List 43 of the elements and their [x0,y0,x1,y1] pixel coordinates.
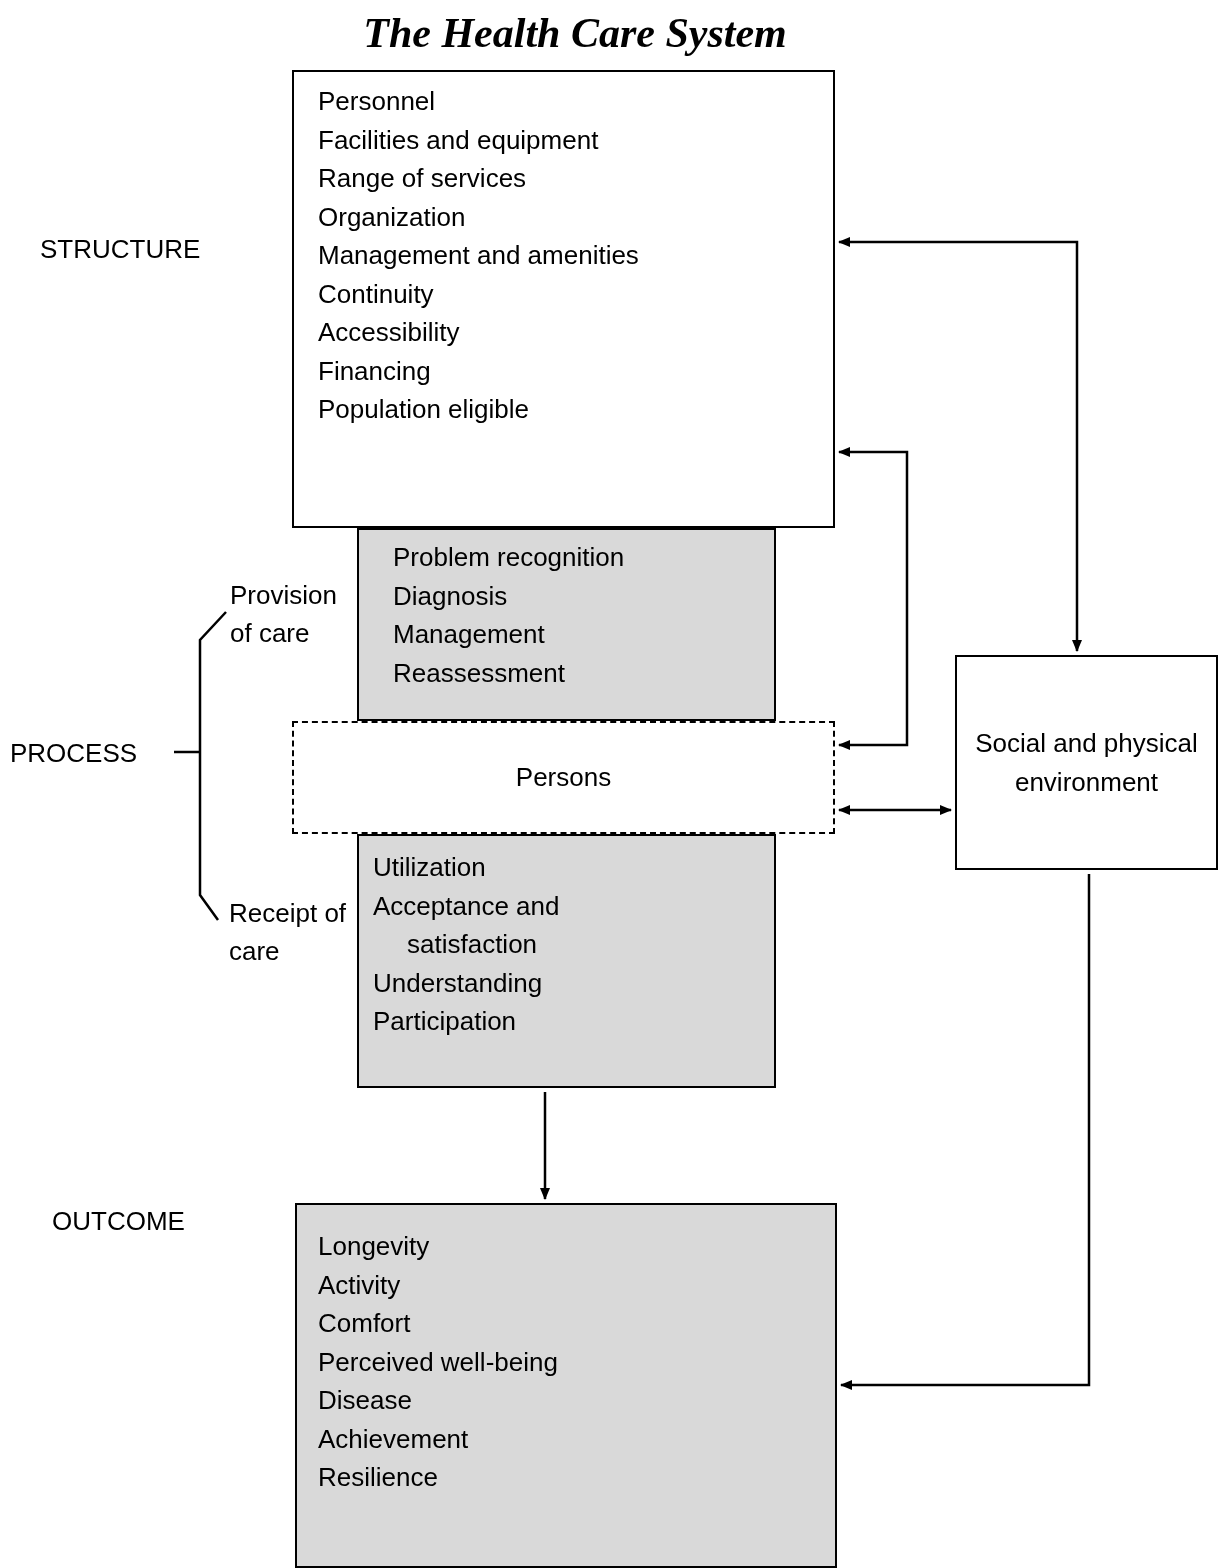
list-item: Resilience [318,1461,439,1494]
list-item: Problem recognition [393,541,626,574]
arrow [838,447,909,750]
process-box [292,70,835,528]
list-item: Persons [515,761,612,795]
process-box [357,528,776,721]
list-item: Organization [318,200,467,234]
side-label: Receipt of care [229,897,348,968]
list-item: Achievement [318,1422,470,1456]
side-label: PROCESS [10,737,138,770]
side-label: Provision of care [230,579,338,650]
list-item: Disease [318,1384,413,1417]
process-box [295,1203,837,1568]
list-item: Participation [373,1005,518,1038]
list-item: Financing [318,354,432,388]
list-item: Diagnosis [393,579,509,613]
arrow [540,1092,550,1200]
list-item: Social and physical environment [974,727,1199,799]
list-item: Utilization [373,851,487,884]
side-label: STRUCTURE [40,233,201,266]
list-item: Continuity [318,277,435,311]
list-item: Facilities and equipment [318,123,600,157]
side-label: OUTCOME [52,1205,185,1238]
list-item: Range of services [318,162,528,195]
arrow [838,805,952,815]
list-item: Management [393,618,546,651]
list-item: Reassessment [393,656,566,690]
list-item: Comfort [318,1307,412,1340]
list-item: Understanding [373,966,544,1000]
list-item: Activity [318,1268,402,1302]
arrow [840,874,1091,1390]
process-box [357,834,776,1088]
list-item: Population eligible [318,393,531,426]
list-item: Personnel [318,85,437,118]
dashed-box [292,721,835,834]
list-item: Management and amenities [318,239,640,272]
list-item: Acceptance and satisfaction [373,889,561,961]
list-item: Perceived well-being [318,1345,559,1379]
process-box [955,655,1218,870]
diagram-title: The Health Care System [362,9,788,58]
list-item: Accessibility [318,316,461,349]
arrow [838,237,1082,652]
list-item: Longevity [318,1230,431,1263]
